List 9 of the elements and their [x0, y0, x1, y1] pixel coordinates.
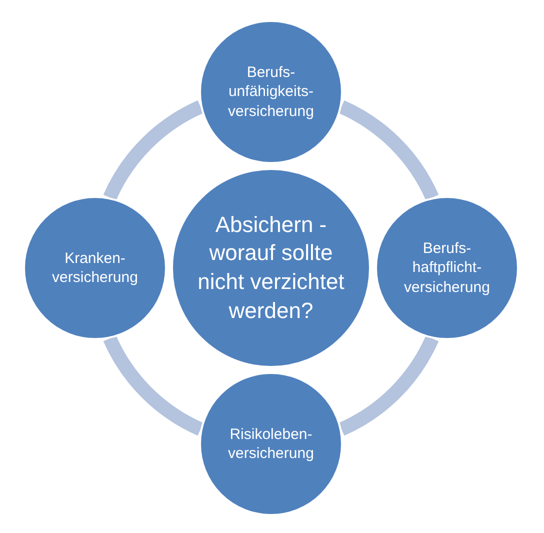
- ring-connector: [338, 100, 438, 201]
- ring-connector: [104, 100, 204, 201]
- ring-connector: [338, 335, 438, 436]
- circle-label: Berufs- haftpflicht- versicherung: [403, 238, 491, 298]
- circle-label: Risikoleben- versicherung: [227, 424, 315, 464]
- circle-label: Kranken- versicherung: [51, 248, 139, 288]
- circle-label: Berufs- unfähigkeits- versicherung: [227, 62, 315, 122]
- ring-connector: [104, 335, 204, 436]
- circle-label: Absichern - worauf sollte nicht verzichtet werden?: [196, 210, 346, 325]
